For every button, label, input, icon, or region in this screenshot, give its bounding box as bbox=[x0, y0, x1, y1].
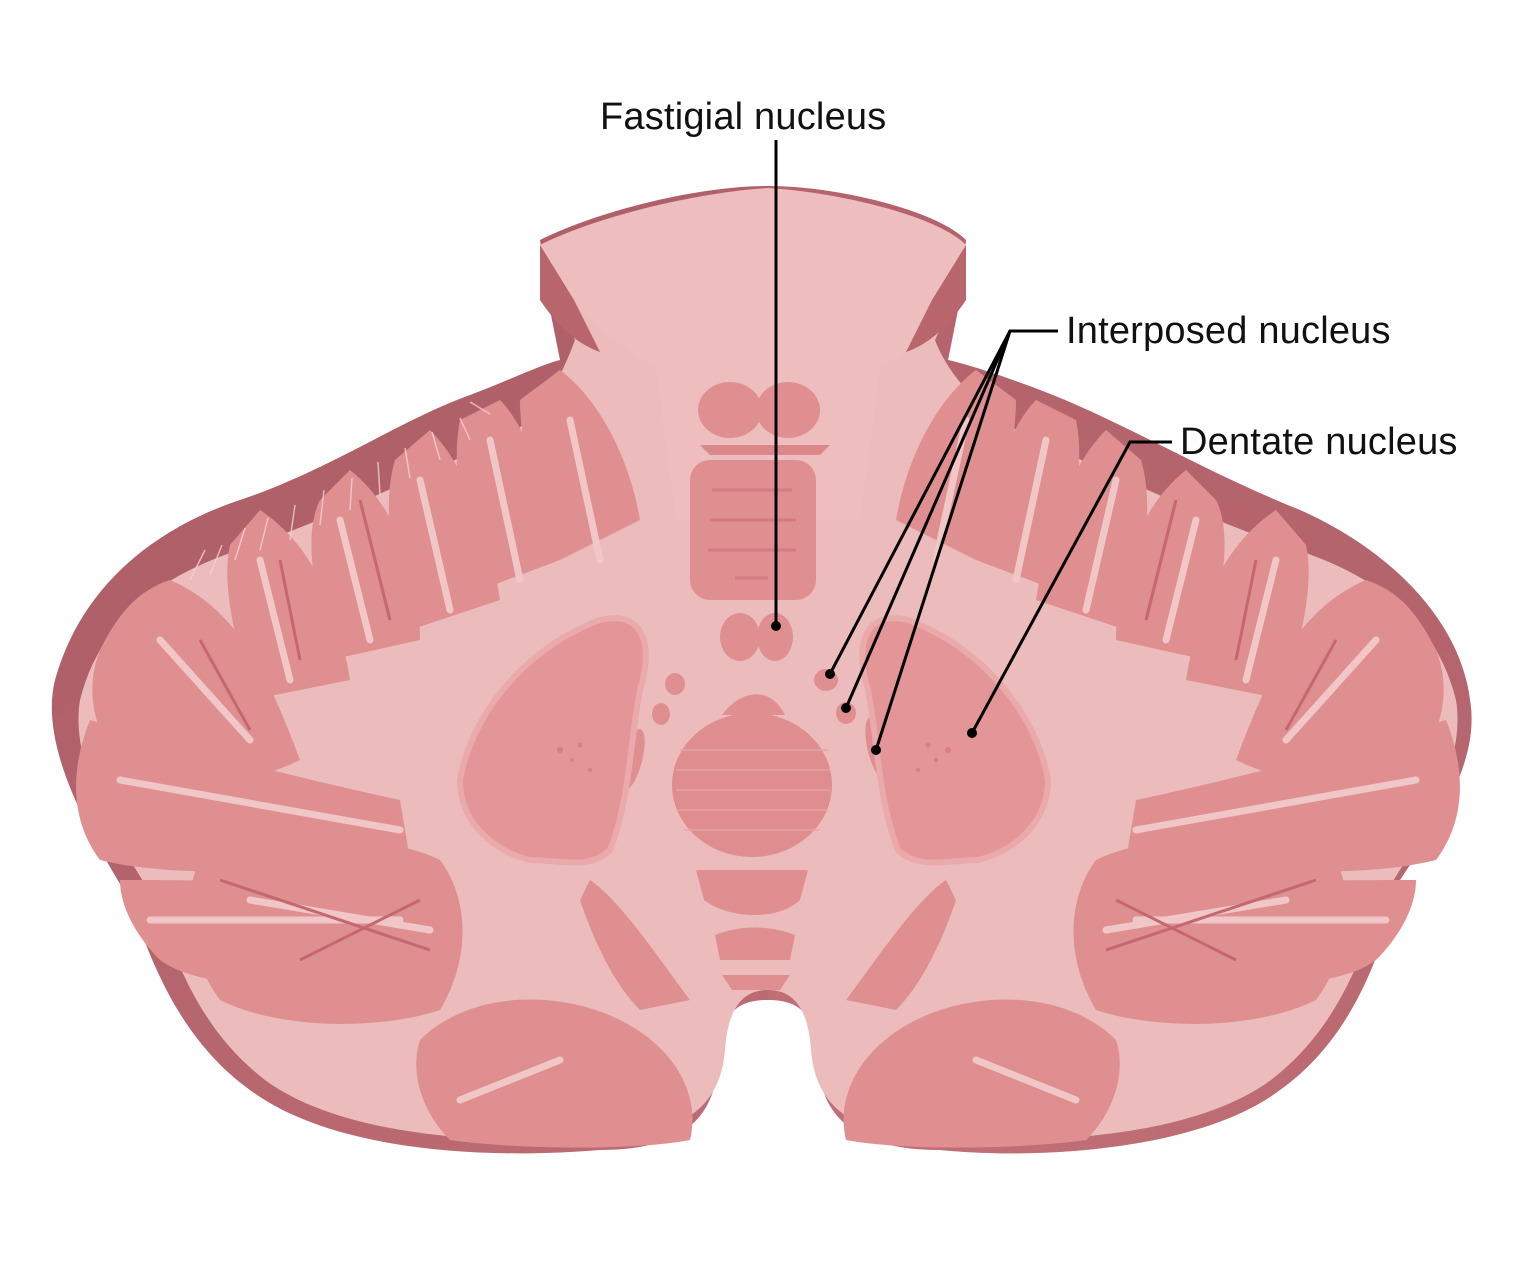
pointer-lines bbox=[774, 140, 1172, 751]
pointer-interposed-2 bbox=[844, 330, 1012, 709]
pointer-dentate bbox=[970, 440, 1172, 734]
pointer-dots bbox=[771, 621, 977, 755]
label-dentate-nucleus: Dentate nucleus bbox=[1180, 421, 1458, 463]
pointer-dot-fastigial bbox=[771, 621, 781, 631]
fastigial-nucleus-right bbox=[757, 613, 793, 661]
dentate-hilum-speckles bbox=[557, 742, 951, 772]
dentate-nuclei bbox=[456, 615, 1052, 866]
label-fastigial-nucleus: Fastigial nucleus bbox=[600, 96, 887, 138]
pointer-dot-interposed-3 bbox=[871, 745, 881, 755]
sulcus-lines bbox=[198, 499, 1338, 962]
arbor-vitae-streaks bbox=[116, 416, 1420, 1104]
pointer-interposed-3 bbox=[874, 330, 1012, 751]
fastigial-nucleus-left bbox=[720, 613, 760, 661]
surface-striations bbox=[189, 401, 491, 581]
dentate-nucleus-left bbox=[456, 615, 649, 866]
dentate-nucleus-right bbox=[859, 615, 1052, 866]
vermis-structures bbox=[619, 382, 895, 990]
pointer-dot-interposed-2 bbox=[841, 703, 851, 713]
label-interposed-nucleus: Interposed nucleus bbox=[1066, 310, 1391, 352]
pointer-dot-interposed-1 bbox=[825, 669, 835, 679]
pointer-dot-dentate bbox=[967, 728, 977, 738]
